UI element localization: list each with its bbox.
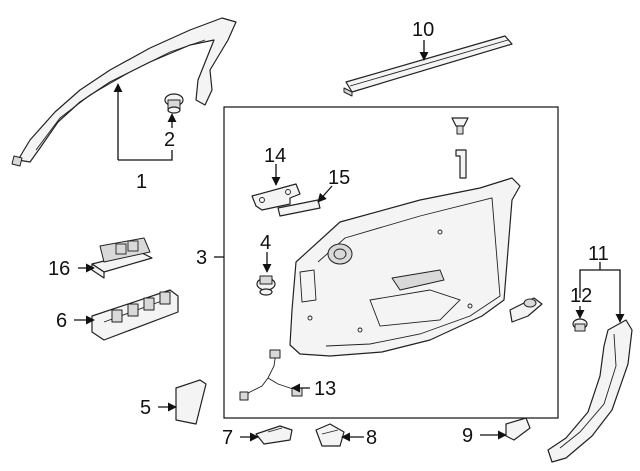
callout-10: 10 bbox=[412, 19, 434, 41]
retainer-clip bbox=[451, 117, 469, 135]
part-16-switch bbox=[91, 237, 153, 279]
callout-9: 9 bbox=[462, 425, 473, 447]
part-2-clip bbox=[164, 93, 184, 114]
callout-13: 13 bbox=[314, 378, 336, 400]
callout-6: 6 bbox=[56, 310, 67, 332]
part-11-garnish bbox=[547, 319, 633, 463]
leader-lines bbox=[74, 40, 625, 442]
bracket bbox=[455, 149, 467, 179]
callout-15: 15 bbox=[328, 167, 350, 189]
part-7-bracket bbox=[255, 425, 293, 445]
callout-16: 16 bbox=[48, 258, 70, 280]
callout-2: 2 bbox=[164, 129, 175, 151]
callout-14: 14 bbox=[264, 145, 286, 167]
part-5-corner-cover bbox=[175, 379, 207, 425]
part-8-bracket bbox=[315, 423, 345, 447]
part-10-belt-molding bbox=[343, 35, 513, 97]
door-trim-group-box bbox=[223, 106, 559, 419]
callout-8: 8 bbox=[366, 427, 377, 449]
part-3-door-trim-panel bbox=[289, 177, 521, 357]
callout-5: 5 bbox=[140, 397, 151, 419]
inside-handle bbox=[509, 297, 543, 323]
callout-1: 1 bbox=[136, 171, 147, 193]
part-15-pad bbox=[277, 199, 321, 217]
part-9-cover bbox=[505, 417, 531, 441]
callout-4: 4 bbox=[260, 232, 271, 254]
callout-labels: 1 2 3 4 5 6 7 8 9 10 11 12 13 14 15 16 bbox=[48, 19, 609, 449]
callout-3: 3 bbox=[196, 247, 207, 269]
part-13-wiring-harness bbox=[239, 349, 303, 401]
callout-12: 12 bbox=[570, 285, 592, 307]
part-4-clip bbox=[256, 275, 276, 296]
callout-11: 11 bbox=[588, 243, 609, 265]
part-12-clip bbox=[572, 318, 588, 332]
part-6-master-switch bbox=[91, 289, 179, 341]
part-14-bracket bbox=[251, 183, 301, 211]
part-1-pillar-garnish bbox=[11, 17, 237, 167]
callout-7: 7 bbox=[222, 427, 233, 449]
